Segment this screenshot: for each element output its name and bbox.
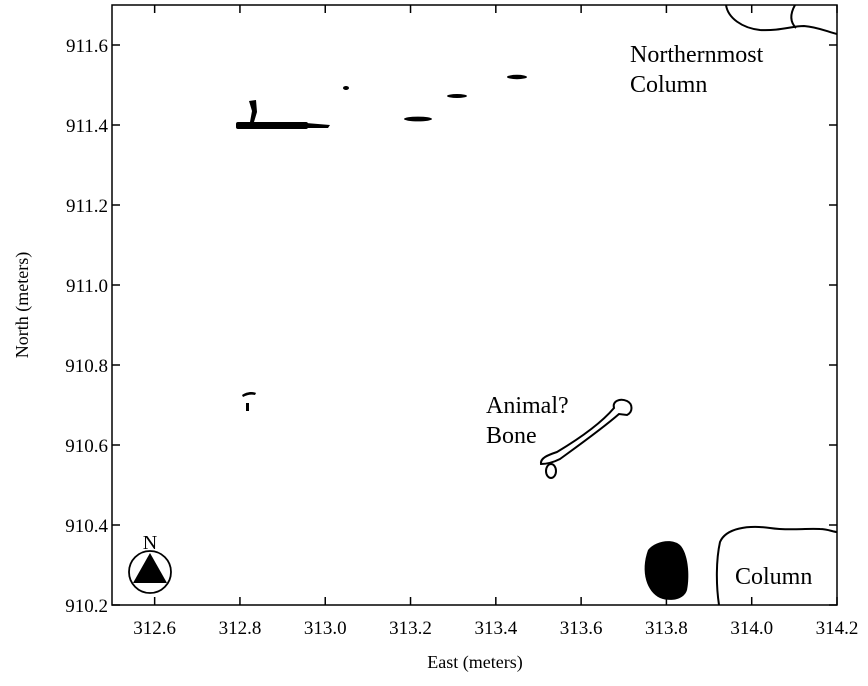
north-arrow-triangle-icon	[133, 553, 167, 583]
feature-dash-d	[507, 74, 527, 80]
y-tick-label: 910.8	[65, 356, 108, 377]
feature-small-tick	[246, 403, 249, 411]
feature-dot-a	[343, 86, 349, 90]
north-arrow-letter: N	[143, 532, 157, 554]
bone-outline	[539, 398, 633, 479]
plot-frame	[111, 4, 838, 606]
feature-dash-c	[447, 94, 467, 98]
northernmost-column-label-line1: Northernmost	[630, 42, 764, 68]
y-tick-label: 911.4	[66, 116, 109, 137]
x-tick-label: 313.0	[304, 618, 347, 639]
x-tick-label: 314.0	[730, 618, 773, 639]
y-tick-label: 911.0	[66, 276, 108, 297]
x-tick-label: 312.8	[219, 618, 262, 639]
feature-streak-main	[236, 122, 308, 129]
northernmost-column-outline	[725, 4, 838, 35]
x-tick-label: 313.8	[645, 618, 688, 639]
dark-blob-feature	[644, 541, 689, 600]
north-arrow-circle	[128, 550, 172, 594]
feature-hook	[249, 100, 257, 122]
y-axis-ticks: 910.2 910.4 910.6 910.8 911.0 911.2 911.4 911.6	[65, 36, 837, 617]
column-label: Column	[735, 564, 812, 590]
y-tick-label: 911.6	[66, 36, 108, 57]
y-tick-label: 910.4	[65, 516, 108, 537]
x-axis-title: East (meters)	[427, 652, 522, 673]
dark-features	[236, 74, 527, 411]
x-tick-label: 312.6	[133, 618, 176, 639]
feature-dash-b	[404, 116, 432, 122]
x-tick-label: 313.4	[474, 618, 517, 639]
x-tick-label: 313.2	[389, 618, 432, 639]
column-outline	[715, 525, 838, 606]
x-tick-label: 314.2	[816, 618, 859, 639]
north-arrow: N	[128, 532, 172, 594]
bone-label-line2: Bone	[486, 423, 537, 449]
x-axis-ticks: 312.6 312.8 313.0 313.2 313.4 313.6 313.8 314.0…	[133, 5, 858, 639]
feature-small-curve	[242, 391, 256, 397]
y-tick-label: 910.2	[65, 596, 108, 617]
bone-label-line1: Animal?	[486, 393, 569, 419]
northernmost-column-label-line2: Column	[630, 72, 707, 98]
y-tick-label: 911.2	[66, 196, 108, 217]
feature-streak-tail	[306, 123, 330, 128]
y-axis-title: North (meters)	[12, 252, 33, 358]
y-tick-label: 910.6	[65, 436, 108, 457]
x-tick-label: 313.6	[560, 618, 603, 639]
